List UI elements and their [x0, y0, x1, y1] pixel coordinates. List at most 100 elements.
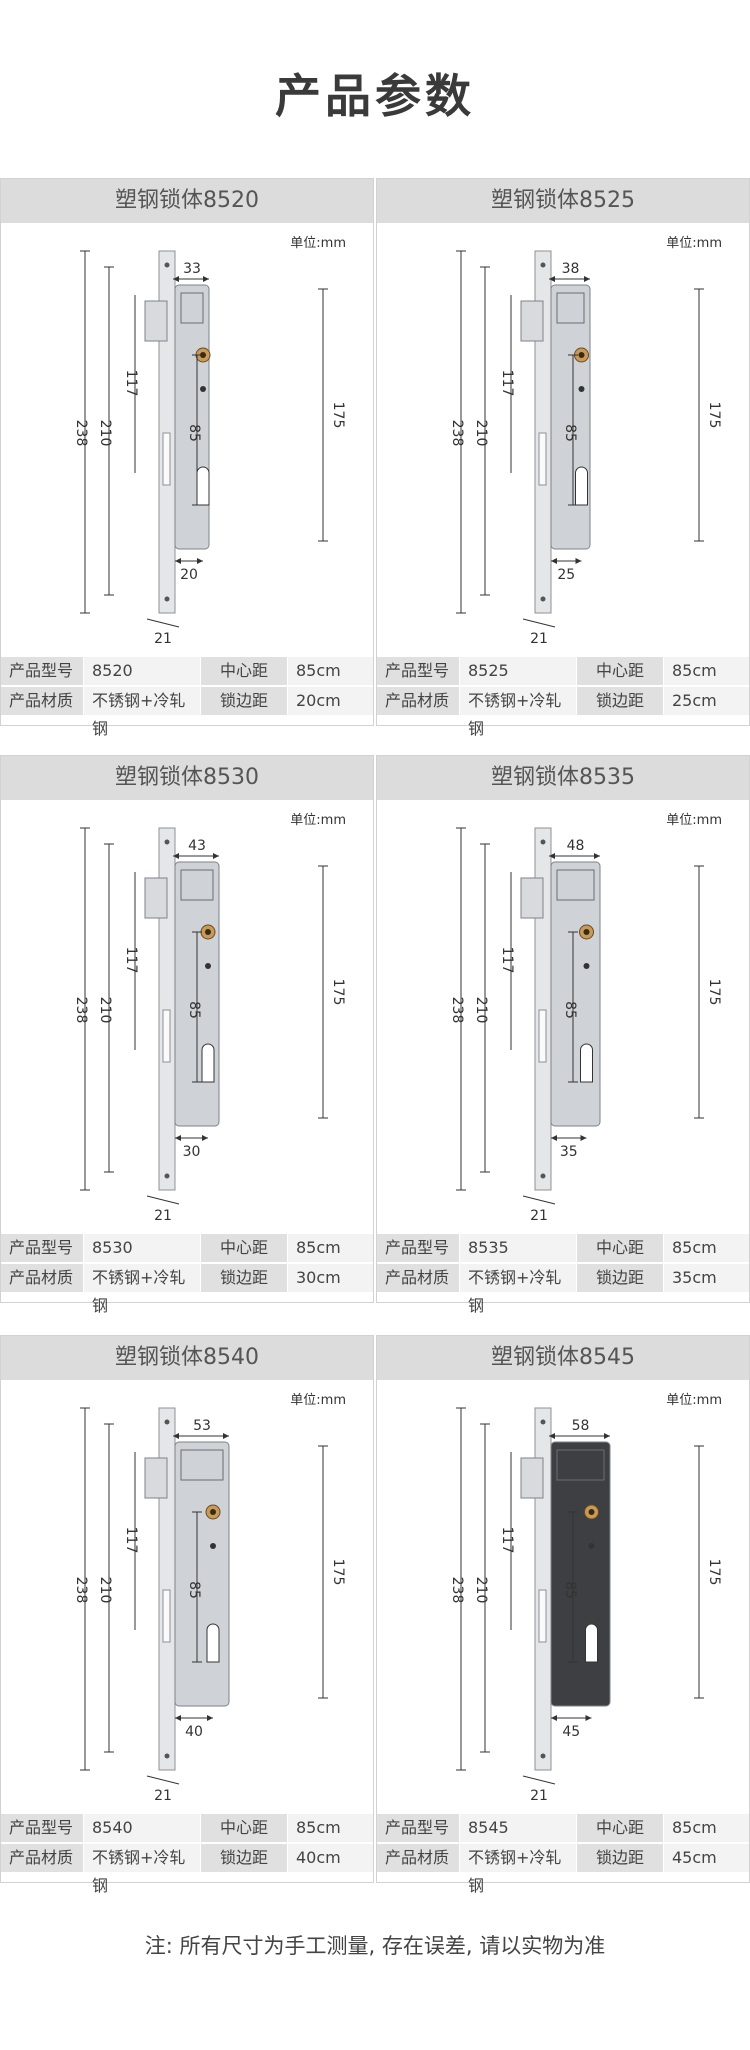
dimension-height: 238 — [73, 420, 89, 447]
mechanism — [180, 869, 214, 901]
dimension-center: 85 — [186, 1581, 202, 1599]
dimension-case: 117 — [499, 1527, 515, 1554]
deadbolt-slot — [162, 1009, 171, 1063]
page-title: 产品参数 — [275, 69, 475, 123]
latch-bolt — [144, 1457, 168, 1499]
arrow-head — [549, 853, 555, 859]
material-value: 不锈钢+冷轧钢 — [84, 1264, 200, 1315]
spindle-hole — [578, 352, 585, 358]
dimension-height: 238 — [449, 997, 465, 1024]
screw-hole — [540, 1419, 546, 1425]
arrow-head — [203, 276, 209, 282]
center-label: 中心距 — [201, 1234, 287, 1262]
mechanism — [180, 1449, 224, 1481]
deadbolt-slot — [162, 1589, 171, 1643]
deadbolt-slot — [538, 432, 547, 486]
dimension-backset: 35 — [560, 1144, 578, 1160]
center-label: 中心距 — [201, 657, 287, 685]
arrow-head — [575, 558, 582, 564]
center-value: 85cm — [288, 657, 373, 685]
dimension-front: 210 — [473, 997, 489, 1024]
material-value: 不锈钢+冷轧钢 — [460, 1844, 576, 1895]
arrow-head — [173, 1433, 179, 1439]
spindle-hole — [210, 1509, 216, 1515]
dimension-line — [522, 618, 556, 628]
mechanism — [556, 1449, 605, 1481]
dimension-front: 210 — [473, 1577, 489, 1604]
backset-value: 30cm — [288, 1264, 373, 1292]
screw-hole — [164, 596, 170, 602]
backset-label: 锁边距 — [577, 1844, 663, 1872]
center-label: 中心距 — [201, 1814, 287, 1842]
latch-bolt — [520, 877, 544, 919]
model-value: 8530 — [84, 1234, 200, 1262]
product-title: 塑钢锁体8525 — [377, 179, 749, 223]
deadbolt-slot — [538, 1009, 547, 1063]
dimension-holes: 175 — [330, 979, 346, 1006]
unit-label: 单位:mm — [290, 236, 346, 251]
arrow-head — [549, 276, 555, 282]
material-label: 产品材质 — [377, 1844, 459, 1872]
cylinder-cutout — [201, 1043, 215, 1083]
unit-label: 单位:mm — [666, 1393, 722, 1408]
model-value: 8545 — [460, 1814, 576, 1842]
spec-row-model: 产品型号 8535 中心距 85cm — [377, 1234, 749, 1264]
arrow-head — [175, 1135, 181, 1141]
arrow-head — [584, 276, 590, 282]
spindle-hole — [205, 929, 211, 935]
dimension-center: 85 — [562, 1581, 578, 1599]
dimension-holes: 175 — [706, 979, 722, 1006]
model-label: 产品型号 — [377, 1814, 459, 1842]
latch-bolt — [144, 300, 168, 342]
model-label: 产品型号 — [377, 1234, 459, 1262]
center-value: 85cm — [288, 1814, 373, 1842]
material-value: 不锈钢+冷轧钢 — [84, 687, 200, 738]
product-title: 塑钢锁体8535 — [377, 756, 749, 800]
dimension-plate: 21 — [530, 1208, 548, 1224]
dimension-front: 210 — [473, 420, 489, 447]
center-label: 中心距 — [577, 657, 663, 685]
arrow-head — [551, 558, 557, 564]
arrow-head — [580, 1135, 587, 1141]
dimension-center: 85 — [562, 424, 578, 442]
center-value: 85cm — [288, 1234, 373, 1262]
screw-hole — [540, 839, 546, 845]
center-label: 中心距 — [577, 1234, 663, 1262]
backset-label: 锁边距 — [201, 1844, 287, 1872]
model-value: 8540 — [84, 1814, 200, 1842]
screw-hole — [540, 596, 546, 602]
lock-case — [174, 1441, 230, 1707]
dimension-case: 117 — [499, 370, 515, 397]
lock-case — [550, 861, 601, 1127]
spindle-hole — [583, 929, 590, 935]
arrow-head — [173, 276, 179, 282]
model-value: 8520 — [84, 657, 200, 685]
dimension-backset: 25 — [557, 567, 575, 583]
model-label: 产品型号 — [1, 657, 83, 685]
case-hole — [583, 963, 590, 969]
lock-case — [550, 1441, 611, 1707]
dimension-plate: 21 — [154, 1208, 172, 1224]
spec-row-model: 产品型号 8545 中心距 85cm — [377, 1814, 749, 1844]
dimension-case: 117 — [123, 947, 139, 974]
backset-value: 45cm — [664, 1844, 749, 1872]
unit-label: 单位:mm — [666, 236, 722, 251]
dimension-line — [146, 1775, 180, 1785]
arrow-head — [594, 853, 600, 859]
product-title: 塑钢锁体8545 — [377, 1336, 749, 1380]
dimension-case: 117 — [123, 1527, 139, 1554]
dimension-height: 238 — [73, 1577, 89, 1604]
dimension-holes: 175 — [706, 1559, 722, 1586]
dimension-height: 238 — [449, 420, 465, 447]
screw-hole — [540, 262, 546, 268]
